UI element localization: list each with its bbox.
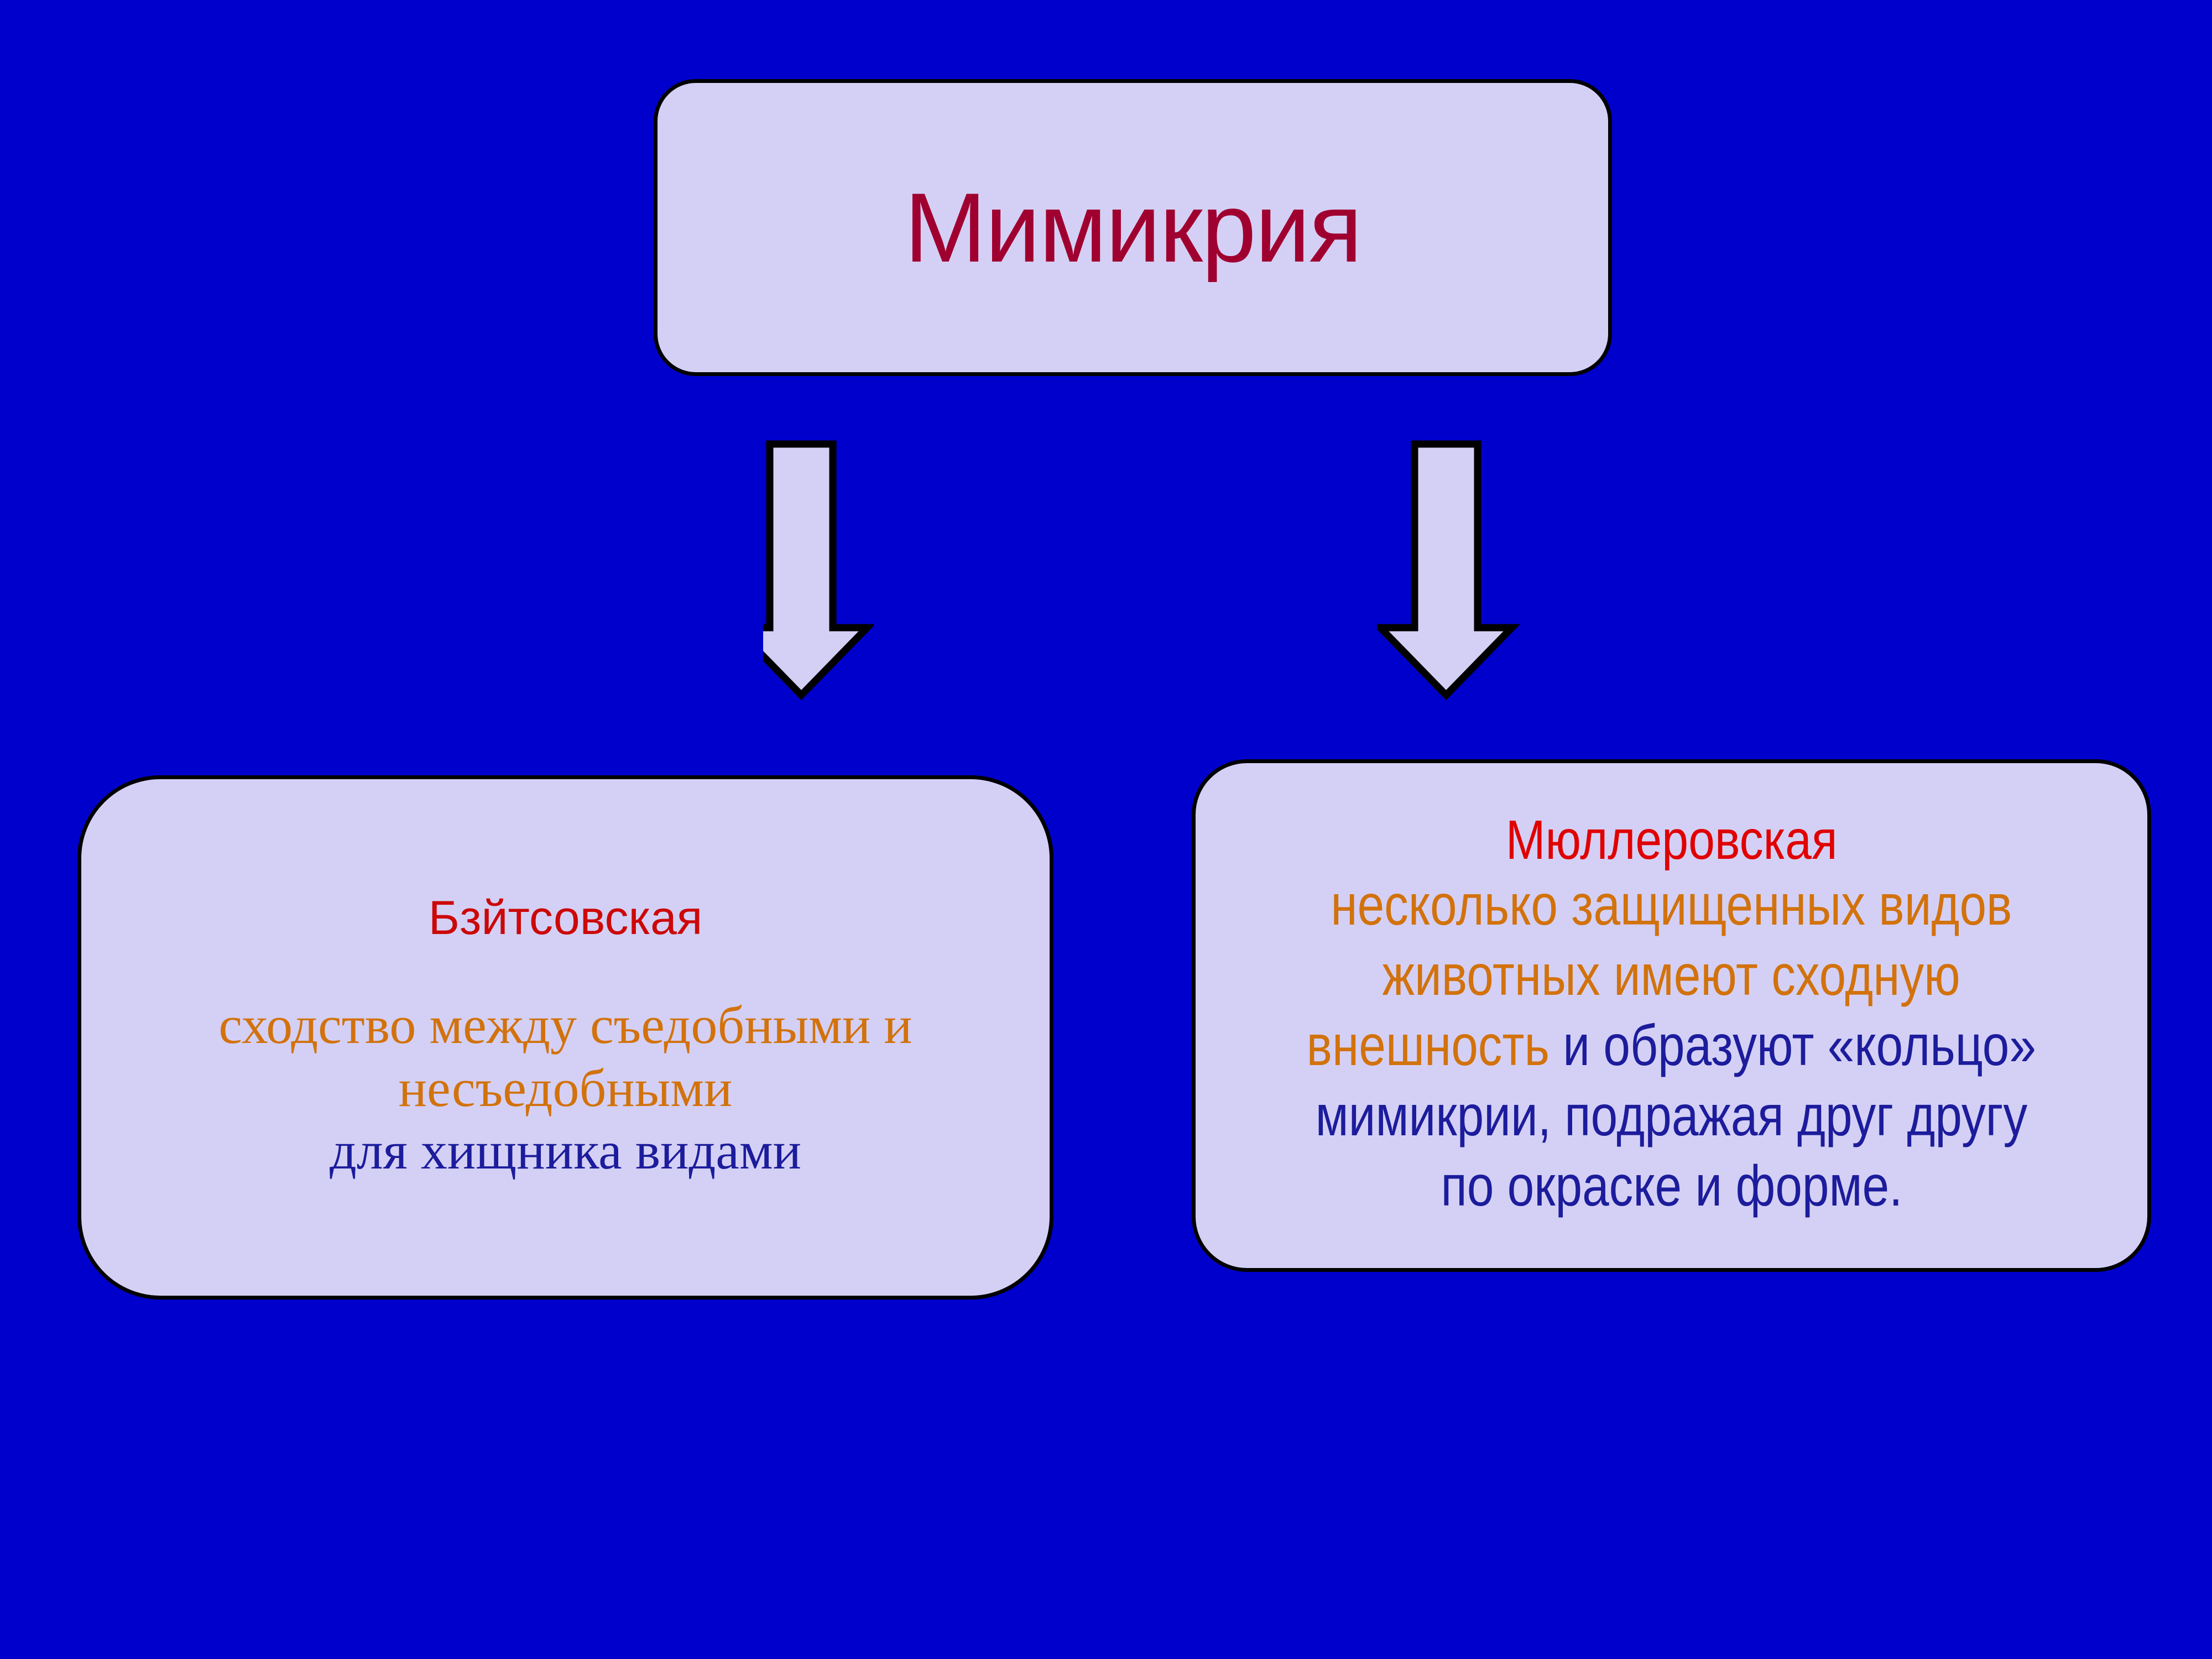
mullerian-line-4: мимикрии, подражая друг другу	[1316, 1081, 2028, 1151]
mullerian-line-3-seg-1: внешность	[1306, 1014, 1563, 1078]
mullerian-line-1-seg-1: несколько защищенных видов	[1331, 873, 2012, 938]
mullerian-line-2-seg-1: животных имеют сходную	[1382, 943, 1961, 1008]
title-text: Мимикрия	[904, 172, 1362, 283]
mullerian-line-3-seg-2: и образуют «кольцо»	[1563, 1014, 2037, 1078]
batesian-box[interactable]: Бзйтсовская сходство между съедобными и …	[77, 775, 1053, 1300]
mullerian-box[interactable]: Мюллеровская несколько защищенных видов …	[1192, 759, 2151, 1272]
mullerian-line-2: животных имеют сходную	[1383, 941, 1960, 1011]
mullerian-line-3: внешность и образуют «кольцо»	[1307, 1011, 2036, 1081]
arrow-to-mullerian	[1377, 440, 1521, 701]
batesian-line-2: несъедобными	[398, 1058, 733, 1118]
mullerian-line-4-seg-1: мимикрии, подражая друг другу	[1315, 1083, 2028, 1148]
batesian-heading: Бзйтсовская	[428, 891, 703, 945]
mullerian-heading: Мюллеровская	[1505, 809, 1838, 872]
arrow-to-batesian	[763, 440, 874, 701]
batesian-line-1: сходство между съедобными и	[218, 995, 912, 1055]
title-box[interactable]: Мимикрия	[654, 79, 1612, 376]
mullerian-line-1: несколько защищенных видов	[1331, 870, 2012, 941]
batesian-line-3: для хищника видами	[329, 1120, 802, 1180]
mullerian-line-5: по окраске и форме.	[1441, 1151, 1902, 1222]
mullerian-line-5-seg-1: по окраске и форме.	[1441, 1154, 1902, 1218]
